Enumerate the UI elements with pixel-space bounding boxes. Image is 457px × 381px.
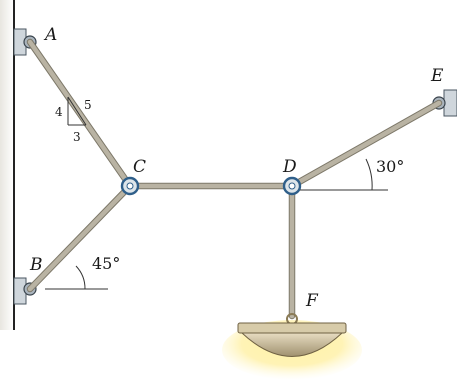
label-d: D [282, 157, 297, 177]
angle-b-marker [45, 265, 108, 290]
label-f: F [305, 291, 319, 311]
bucket-f-icon [237, 313, 347, 357]
angle-b-label: 45° [92, 254, 120, 273]
angle-e-marker [300, 158, 388, 191]
label-e: E [430, 66, 444, 86]
angle-e-label: 30° [376, 157, 404, 176]
wall [0, 0, 15, 330]
slope-hyp: 5 [84, 98, 92, 112]
cable-bc [26, 182, 134, 293]
ring-c-icon [120, 176, 140, 196]
slope-rise: 4 [55, 105, 63, 119]
ring-d-icon [282, 176, 302, 196]
slope-run: 3 [73, 130, 81, 144]
slope-triangle [67, 96, 87, 126]
label-a: A [43, 25, 57, 45]
label-c: C [133, 157, 146, 177]
cable-de [288, 99, 443, 190]
label-b: B [29, 255, 43, 275]
cable-ac [26, 38, 134, 190]
